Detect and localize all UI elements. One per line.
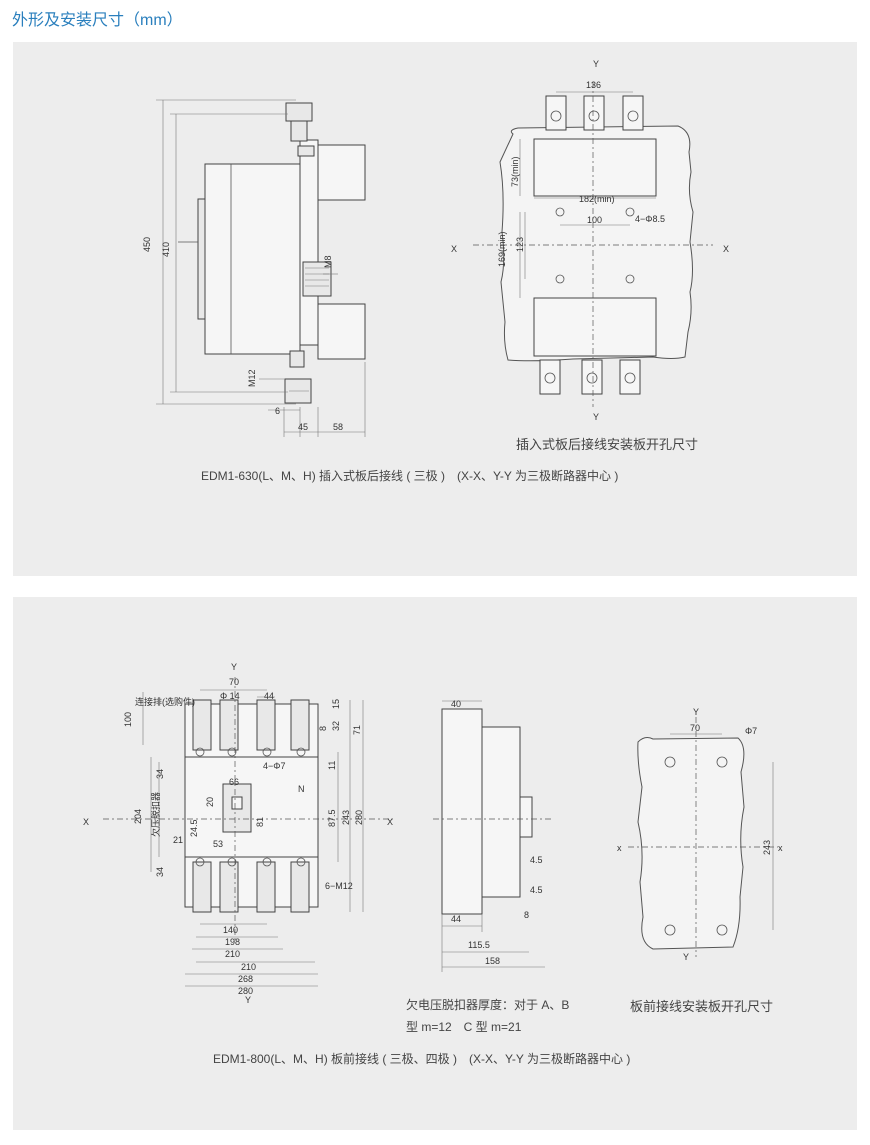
dim-f-34-bottom: 34	[155, 867, 165, 877]
axis-x-right-1: X	[723, 244, 729, 254]
dim-f-53: 53	[213, 839, 223, 849]
dim-f-70: 70	[229, 677, 239, 687]
dim-f-81: 81	[255, 817, 265, 827]
dim-f-204: 204	[133, 809, 143, 824]
plate-label-630: 插入式板后接线安装板开孔尺寸	[516, 437, 699, 452]
dim-169min: 169(min)	[497, 231, 507, 267]
axis-x-left-front: X	[83, 817, 89, 827]
axis-x-left-plate: x	[617, 843, 622, 853]
dim-f-15: 15	[331, 699, 341, 709]
plate-label-800: 板前接线安装板开孔尺寸	[630, 999, 774, 1014]
dim-f-32: 32	[331, 721, 341, 731]
undervoltage-note-line1: 欠电压脱扣器厚度：对于 A、B	[406, 998, 570, 1012]
front-view-800	[103, 677, 393, 987]
caption-edm1-630: EDM1-630(L、M、H) 插入式板后接线 ( 三极 ) (X-X、Y-Y …	[201, 469, 619, 483]
diagram-panel-edm1-800: 连接排(选购件) Φ 14 4−Φ7 欠压脱扣器 N 6−M12 70 44 1…	[13, 597, 857, 1130]
edm1-800-drawing: 连接排(选购件) Φ 14 4−Φ7 欠压脱扣器 N 6−M12 70 44 1…	[83, 662, 783, 1005]
label-4-phi7: 4−Φ7	[263, 761, 285, 771]
dim-s-115-5: 115.5	[468, 940, 490, 950]
label-6-m12: 6−M12	[325, 881, 353, 891]
mounting-plate-630	[473, 82, 713, 407]
dim-100: 100	[587, 215, 602, 225]
undervoltage-note-line2: 型 m=12 C 型 m=21	[406, 1020, 522, 1034]
label-phi14: Φ 14	[220, 691, 240, 701]
dim-f-44: 44	[264, 691, 274, 701]
dim-s-4-5-a: 4.5	[530, 855, 543, 865]
axis-y-bottom-1: Y	[593, 412, 599, 422]
dim-p-70: 70	[690, 723, 700, 733]
dim-m8: M8	[323, 255, 333, 268]
edm1-630-drawing: 450 410 M8 M12 6 45 58 136 73(min) 182(m…	[142, 59, 729, 437]
dim-73min: 73(min)	[510, 156, 520, 187]
dim-f-21: 21	[173, 835, 183, 845]
dim-f-268: 268	[238, 974, 253, 984]
dim-m12: M12	[247, 369, 257, 387]
dim-6: 6	[275, 406, 280, 416]
caption-edm1-800: EDM1-800(L、M、H) 板前接线 ( 三极、四极 ) (X-X、Y-Y …	[213, 1052, 631, 1066]
dim-f-210-a: 210	[225, 949, 240, 959]
dim-f-210-b: 210	[241, 962, 256, 972]
dim-f-198: 198	[225, 937, 240, 947]
dim-136: 136	[586, 80, 601, 90]
dim-f-11: 11	[327, 761, 337, 770]
dim-f-71: 71	[352, 725, 362, 735]
dim-123: 123	[515, 237, 525, 252]
axis-x-right-front: X	[387, 817, 393, 827]
axis-x-right-plate: x	[778, 843, 783, 853]
dim-s-40: 40	[451, 699, 461, 709]
side-view-800	[433, 700, 553, 972]
dim-f-24-5: 24.5	[189, 819, 199, 837]
side-view-630	[156, 99, 366, 437]
label-n: N	[298, 784, 305, 794]
dim-58: 58	[333, 422, 343, 432]
dim-410: 410	[161, 242, 171, 257]
axis-y-top-1: Y	[593, 59, 599, 69]
dim-s-44: 44	[451, 914, 461, 924]
dim-182min: 182(min)	[579, 194, 615, 204]
dim-f-87-5: 87.5	[327, 809, 337, 827]
page-title: 外形及安装尺寸（mm）	[12, 12, 183, 29]
axis-y-bottom-front: Y	[245, 995, 251, 1005]
dim-s-8: 8	[524, 910, 529, 920]
mounting-plate-800	[628, 717, 778, 957]
label-connector-bar: 连接排(选购件)	[135, 696, 195, 707]
dim-f-8: 8	[318, 726, 328, 731]
dim-f-66: 66	[229, 777, 239, 787]
dim-45: 45	[298, 422, 308, 432]
dim-f-140: 140	[223, 925, 238, 935]
axis-y-bottom-plate: Y	[683, 952, 689, 962]
axis-y-top-plate: Y	[693, 707, 699, 717]
dim-4-phi8-5: 4−Φ8.5	[635, 214, 665, 224]
dim-f-20: 20	[205, 797, 215, 807]
dim-f-34-top: 34	[155, 769, 165, 779]
dim-p-phi7: Φ7	[745, 726, 757, 736]
axis-x-left-1: X	[451, 244, 457, 254]
diagram-panel-edm1-630: 450 410 M8 M12 6 45 58 136 73(min) 182(m…	[13, 42, 857, 576]
dim-p-243: 243	[762, 840, 772, 855]
dim-450: 450	[142, 237, 152, 252]
dim-f-243: 243	[341, 810, 351, 825]
label-undervoltage: 欠压脱扣器	[150, 792, 161, 837]
dim-s-158: 158	[485, 956, 500, 966]
dim-f-280-v: 280	[354, 810, 364, 825]
dim-f-100: 100	[123, 712, 133, 727]
axis-y-top-front: Y	[231, 662, 237, 672]
dim-f-280-h: 280	[238, 986, 253, 996]
dim-s-4-5-b: 4.5	[530, 885, 543, 895]
